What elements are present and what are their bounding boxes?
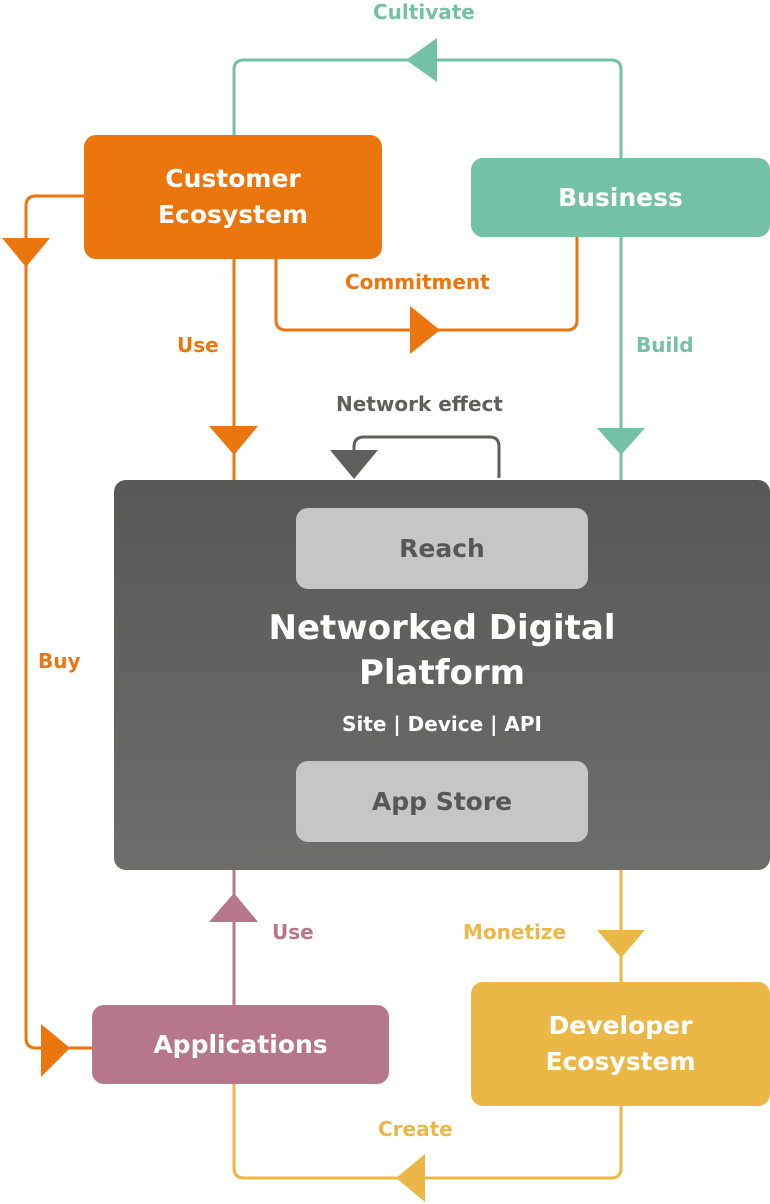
commitment-arrowhead <box>410 306 440 354</box>
use-top-label: Use <box>177 333 219 357</box>
cultivate-arrowhead <box>406 38 437 82</box>
create-arrowhead <box>396 1154 425 1202</box>
network-effect-arrowhead <box>330 450 378 479</box>
monetize-arrowhead <box>597 930 645 958</box>
buy-top-arrowhead <box>2 238 50 267</box>
create-connector <box>232 1084 623 1180</box>
monetize-label: Monetize <box>463 920 567 944</box>
use-bottom-arrowhead <box>209 893 258 922</box>
business-node[interactable]: Business <box>471 158 770 237</box>
buy-arrowhead <box>41 1024 70 1077</box>
reach-box[interactable]: Reach <box>296 508 588 589</box>
commitment-label: Commitment <box>345 270 490 294</box>
use-top-arrowhead <box>209 426 258 455</box>
network-effect-connector <box>352 435 501 478</box>
platform-title: Networked Digital Platform <box>268 608 616 693</box>
networked-digital-platform-node[interactable]: Reach Networked Digital Platform Site | … <box>114 480 770 870</box>
buy-label: Buy <box>38 649 81 673</box>
build-arrowhead <box>597 428 645 455</box>
developer-ecosystem-node[interactable]: Developer Ecosystem <box>471 982 770 1106</box>
applications-node[interactable]: Applications <box>92 1005 389 1084</box>
cultivate-label: Cultivate <box>373 0 475 24</box>
use-bottom-label: Use <box>272 920 314 944</box>
build-label: Build <box>636 333 694 357</box>
customer-ecosystem-node[interactable]: Customer Ecosystem <box>84 135 382 259</box>
network-effect-label: Network effect <box>336 392 503 416</box>
create-label: Create <box>378 1117 453 1141</box>
platform-subtitle: Site | Device | API <box>342 712 542 736</box>
app-store-box[interactable]: App Store <box>296 761 588 842</box>
buy-connector <box>24 194 92 1050</box>
